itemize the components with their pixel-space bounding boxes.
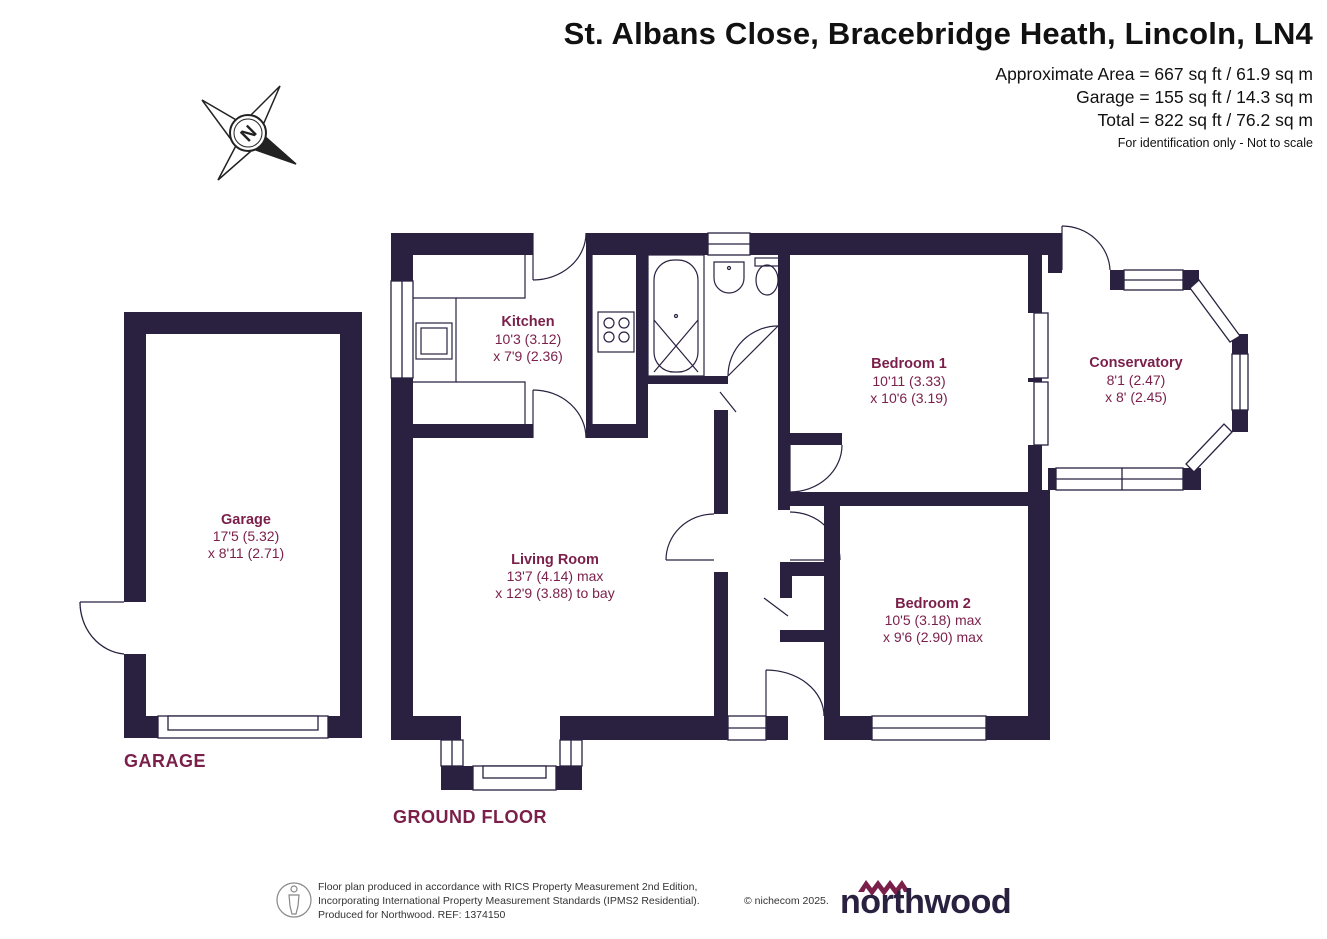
approximate-area: Approximate Area = 667 sq ft / 61.9 sq m	[995, 64, 1313, 84]
footer-disclaimer: Floor plan produced in accordance with R…	[318, 880, 700, 922]
svg-text:10'3 (3.12): 10'3 (3.12)	[495, 331, 562, 347]
conservatory-door	[1061, 225, 1111, 271]
svg-text:Conservatory: Conservatory	[1089, 355, 1182, 371]
room-label-bedroom-2: Bedroom 2 10'5 (3.18) max x 9'6 (2.90) m…	[883, 596, 983, 645]
footer-line-3: Produced for Northwood. REF: 1374150	[318, 909, 506, 921]
windows	[390, 232, 1049, 791]
svg-text:x 8'11 (2.71): x 8'11 (2.71)	[208, 545, 284, 561]
house-walls	[391, 233, 1050, 790]
svg-text:13'7 (4.14) max: 13'7 (4.14) max	[507, 568, 604, 584]
floor-label-garage: GARAGE	[124, 751, 207, 771]
svg-text:x 9'6 (2.90) max: x 9'6 (2.90) max	[883, 629, 983, 645]
footer-line-2: Incorporating International Property Mea…	[318, 895, 700, 907]
svg-text:8'1 (2.47): 8'1 (2.47)	[1107, 372, 1166, 388]
svg-text:Bedroom 2: Bedroom 2	[895, 596, 971, 612]
svg-text:Garage: Garage	[221, 512, 271, 528]
svg-text:Bedroom 1: Bedroom 1	[871, 356, 947, 372]
northwood-logo: northwood	[840, 883, 1012, 921]
person-icon	[276, 882, 312, 918]
garage-area: Garage = 155 sq ft / 14.3 sq m	[1076, 87, 1313, 107]
svg-text:17'5 (5.32): 17'5 (5.32)	[213, 528, 280, 544]
room-label-living-room: Living Room 13'7 (4.14) max x 12'9 (3.88…	[495, 552, 614, 601]
svg-text:x 10'6 (3.19): x 10'6 (3.19)	[870, 390, 947, 406]
hall-doors	[665, 325, 843, 717]
svg-text:x 7'9 (2.36): x 7'9 (2.36)	[493, 348, 563, 364]
room-label-garage: Garage 17'5 (5.32) x 8'11 (2.71)	[208, 512, 284, 561]
copyright: © nichecom 2025.	[744, 895, 829, 907]
room-label-bedroom-1: Bedroom 1 10'11 (3.33) x 10'6 (3.19)	[870, 356, 947, 406]
footer-line-1: Floor plan produced in accordance with R…	[318, 881, 698, 893]
property-title: St. Albans Close, Bracebridge Heath, Lin…	[563, 16, 1313, 51]
conservatory-structure	[1048, 233, 1249, 491]
svg-text:x 12'9 (3.88) to bay: x 12'9 (3.88) to bay	[495, 585, 614, 601]
room-label-kitchen: Kitchen 10'3 (3.12) x 7'9 (2.36)	[493, 314, 563, 364]
svg-text:10'5 (3.18) max: 10'5 (3.18) max	[885, 612, 982, 628]
svg-text:x 8' (2.45): x 8' (2.45)	[1105, 389, 1167, 405]
floor-label-ground: GROUND FLOOR	[393, 807, 547, 827]
kitchen-fittings	[413, 255, 635, 424]
svg-text:Living Room: Living Room	[511, 552, 599, 568]
bathroom-fittings	[647, 254, 780, 377]
kitchen-doors	[532, 232, 587, 439]
northwood-logo-mark	[858, 880, 910, 896]
total-area: Total = 822 sq ft / 76.2 sq m	[1097, 110, 1313, 130]
svg-text:10'11 (3.33): 10'11 (3.33)	[872, 373, 945, 389]
garage-structure	[124, 312, 362, 738]
garage-door	[79, 601, 329, 739]
room-label-conservatory: Conservatory 8'1 (2.47) x 8' (2.45)	[1089, 355, 1182, 405]
scale-note: For identification only - Not to scale	[1117, 136, 1313, 150]
compass-icon: N	[201, 85, 297, 181]
svg-text:Kitchen: Kitchen	[501, 314, 554, 330]
